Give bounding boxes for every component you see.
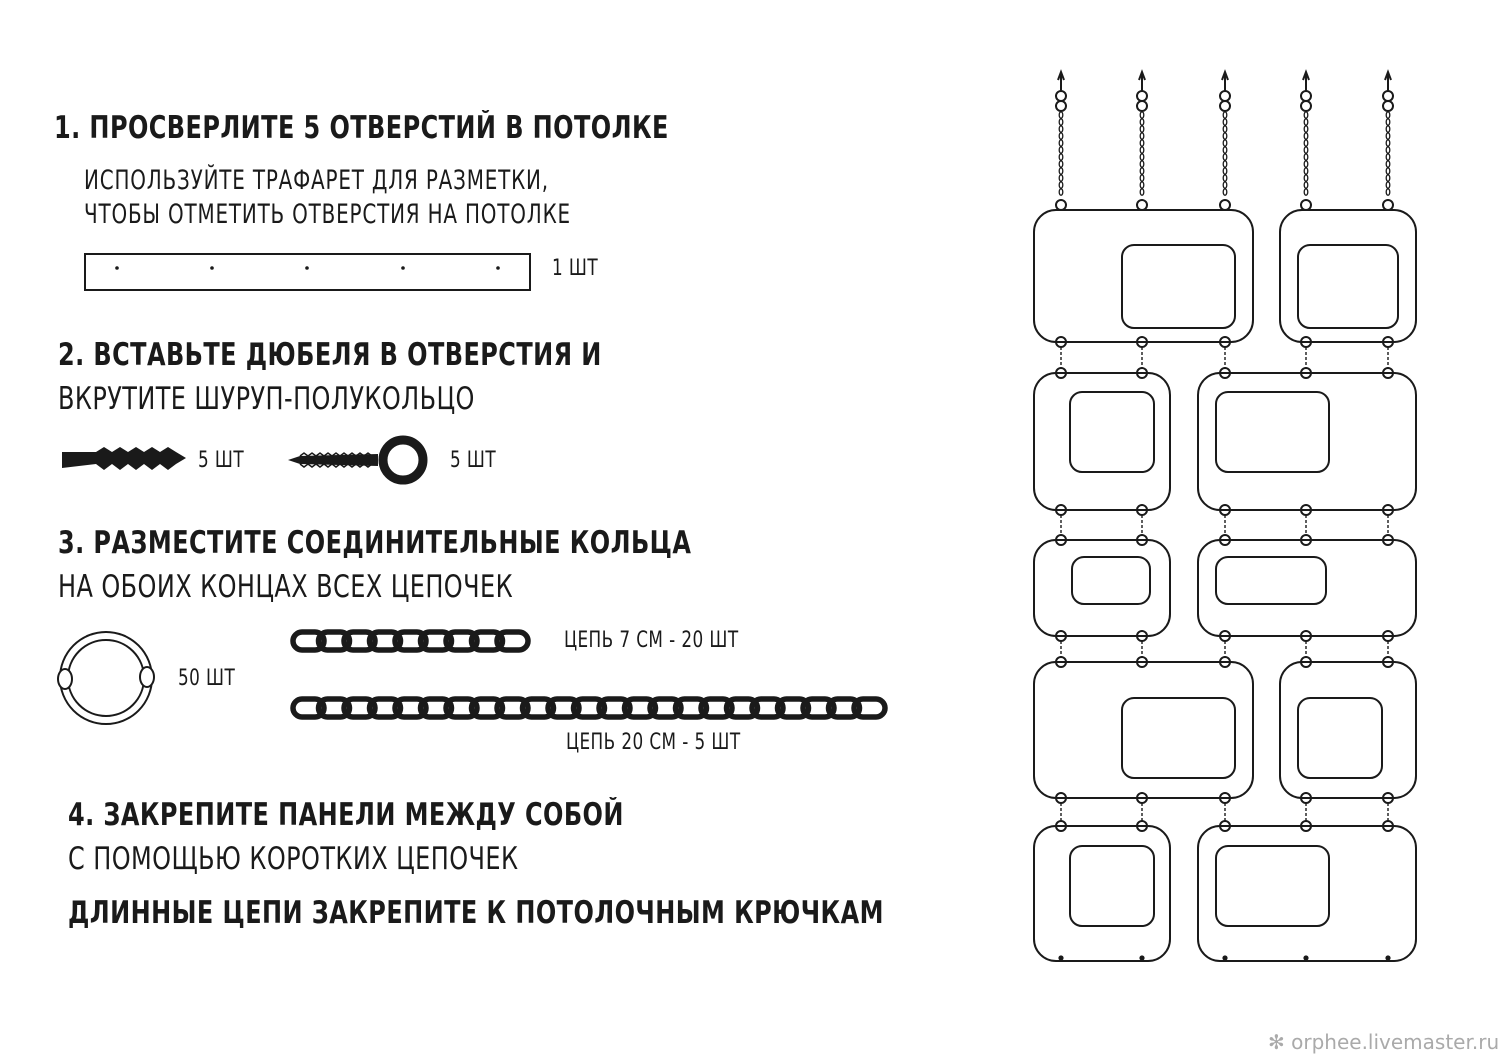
stencil-qty: 1 ШТ [552,256,599,281]
long-chain-icon [290,696,888,720]
step2-title-line2: ВКРУТИТЕ ШУРУП-ПОЛУКОЛЬЦО [58,381,475,417]
dowel-qty: 5 ШТ [198,448,245,473]
step4-title-line3: ДЛИННЫЕ ЦЕПИ ЗАКРЕПИТЕ К ПОТОЛОЧНЫМ КРЮЧ… [68,895,884,931]
step4-title-line2: С ПОМОЩЬЮ КОРОТКИХ ЦЕПОЧЕК [68,841,519,877]
step1-title: 1. ПРОСВЕРЛИТЕ 5 ОТВЕРСТИЙ В ПОТОЛКЕ [54,110,669,146]
watermark: ✻ orphee.livemaster.ru [1268,1030,1500,1054]
step4-title-line1: 4. ЗАКРЕПИТЕ ПАНЕЛИ МЕЖДУ СОБОЙ [68,797,624,833]
step2-title-line1: 2. ВСТАВЬТЕ ДЮБЕЛЯ В ОТВЕРСТИЯ И [58,337,602,373]
stencil-icon [84,253,531,291]
ring-qty: 50 ШТ [178,666,236,691]
long-chain-label: ЦЕПЬ 20 СМ - 5 ШТ [566,730,741,755]
dowel-icon [62,447,186,470]
step3-title-line2: НА ОБОИХ КОНЦАХ ВСЕХ ЦЕПОЧЕК [58,569,514,605]
short-chain-label: ЦЕПЬ 7 СМ - 20 ШТ [564,628,739,653]
step1-desc-line2: ЧТОБЫ ОТМЕТИТЬ ОТВЕРСТИЯ НА ПОТОЛКЕ [84,199,571,230]
snowflake-icon: ✻ [1268,1030,1285,1054]
screw-qty: 5 ШТ [450,448,497,473]
hardware-illustrations [57,253,888,725]
eye-screw-icon [288,435,428,485]
split-ring-icon [57,631,155,725]
short-chain-icon [290,629,531,653]
step1-desc-line1: ИСПОЛЬЗУЙТЕ ТРАФАРЕТ ДЛЯ РАЗМЕТКИ, [84,165,549,196]
step3-title-line1: 3. РАЗМЕСТИТЕ СОЕДИНИТЕЛЬНЫЕ КОЛЬЦА [58,525,692,561]
